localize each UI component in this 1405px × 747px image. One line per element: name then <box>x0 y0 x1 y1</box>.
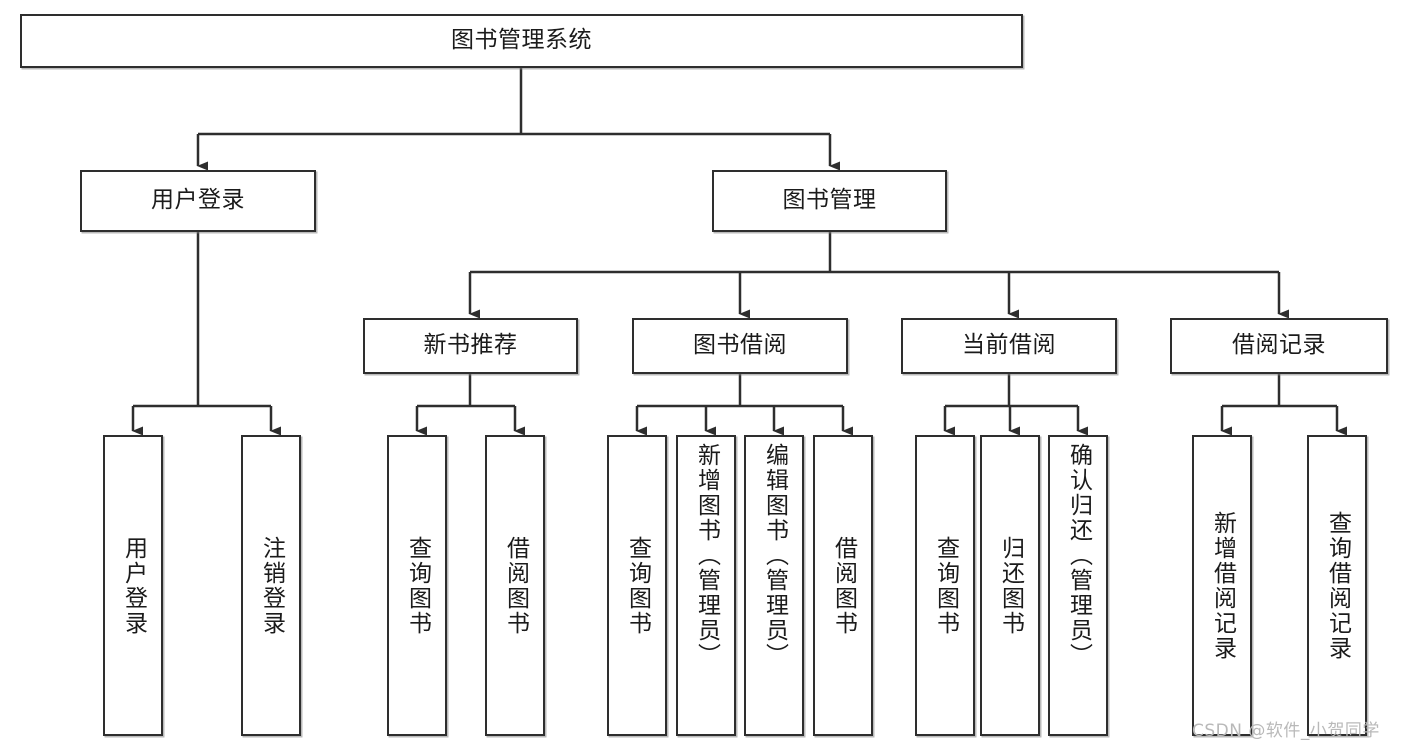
node-book-borrow[interactable]: 图书借阅 <box>632 318 848 374</box>
leaf-return-book[interactable]: 归还图书 <box>980 435 1040 736</box>
leaf-query-book-borrow[interactable]: 查询图书 <box>607 435 667 736</box>
node-user-login[interactable]: 用户登录 <box>80 170 316 232</box>
node-borrow-records[interactable]: 借阅记录 <box>1170 318 1388 374</box>
node-label: 用户登录 <box>151 187 245 214</box>
csdn-watermark: CSDN @软件_小贺同学 <box>1192 721 1380 741</box>
node-label: 查询图书 <box>932 535 959 636</box>
node-label: 查询借阅记录 <box>1324 510 1351 661</box>
leaf-add-borrow-record[interactable]: 新增借阅记录 <box>1192 435 1252 736</box>
leaf-query-book-new[interactable]: 查询图书 <box>387 435 447 736</box>
node-label: 用户登录 <box>120 535 147 636</box>
node-label: 借阅记录 <box>1232 332 1326 359</box>
node-label: 查询图书 <box>624 535 651 636</box>
leaf-add-book-admin[interactable]: 新增图书（管理员） <box>676 435 736 736</box>
node-label: 新增图书（管理员） <box>693 443 720 668</box>
leaf-borrow-book-new[interactable]: 借阅图书 <box>485 435 545 736</box>
leaf-user-login[interactable]: 用户登录 <box>103 435 163 736</box>
node-book-management[interactable]: 图书管理 <box>712 170 947 232</box>
node-label: 新增借阅记录 <box>1209 510 1236 661</box>
node-label: 确认归还（管理员） <box>1065 443 1092 668</box>
leaf-query-borrow-record[interactable]: 查询借阅记录 <box>1307 435 1367 736</box>
node-label: 图书管理系统 <box>451 27 592 54</box>
node-label: 查询图书 <box>404 535 431 636</box>
node-label: 新书推荐 <box>423 332 518 359</box>
leaf-borrow-book[interactable]: 借阅图书 <box>813 435 873 736</box>
node-label: 图书借阅 <box>693 332 787 359</box>
leaf-confirm-return-admin[interactable]: 确认归还（管理员） <box>1048 435 1108 736</box>
leaf-query-book-current[interactable]: 查询图书 <box>915 435 975 736</box>
node-label: 归还图书 <box>997 535 1024 636</box>
node-book-management-system[interactable]: 图书管理系统 <box>20 14 1023 68</box>
node-current-borrow[interactable]: 当前借阅 <box>901 318 1117 374</box>
node-label: 借阅图书 <box>830 535 857 636</box>
leaf-logout[interactable]: 注销登录 <box>241 435 301 736</box>
node-label: 注销登录 <box>258 535 285 636</box>
node-label: 编辑图书（管理员） <box>761 443 788 668</box>
node-new-book-recommend[interactable]: 新书推荐 <box>363 318 578 374</box>
node-label: 借阅图书 <box>502 535 529 636</box>
node-label: 当前借阅 <box>962 332 1056 359</box>
node-label: 图书管理 <box>782 187 877 214</box>
leaf-edit-book-admin[interactable]: 编辑图书（管理员） <box>744 435 804 736</box>
